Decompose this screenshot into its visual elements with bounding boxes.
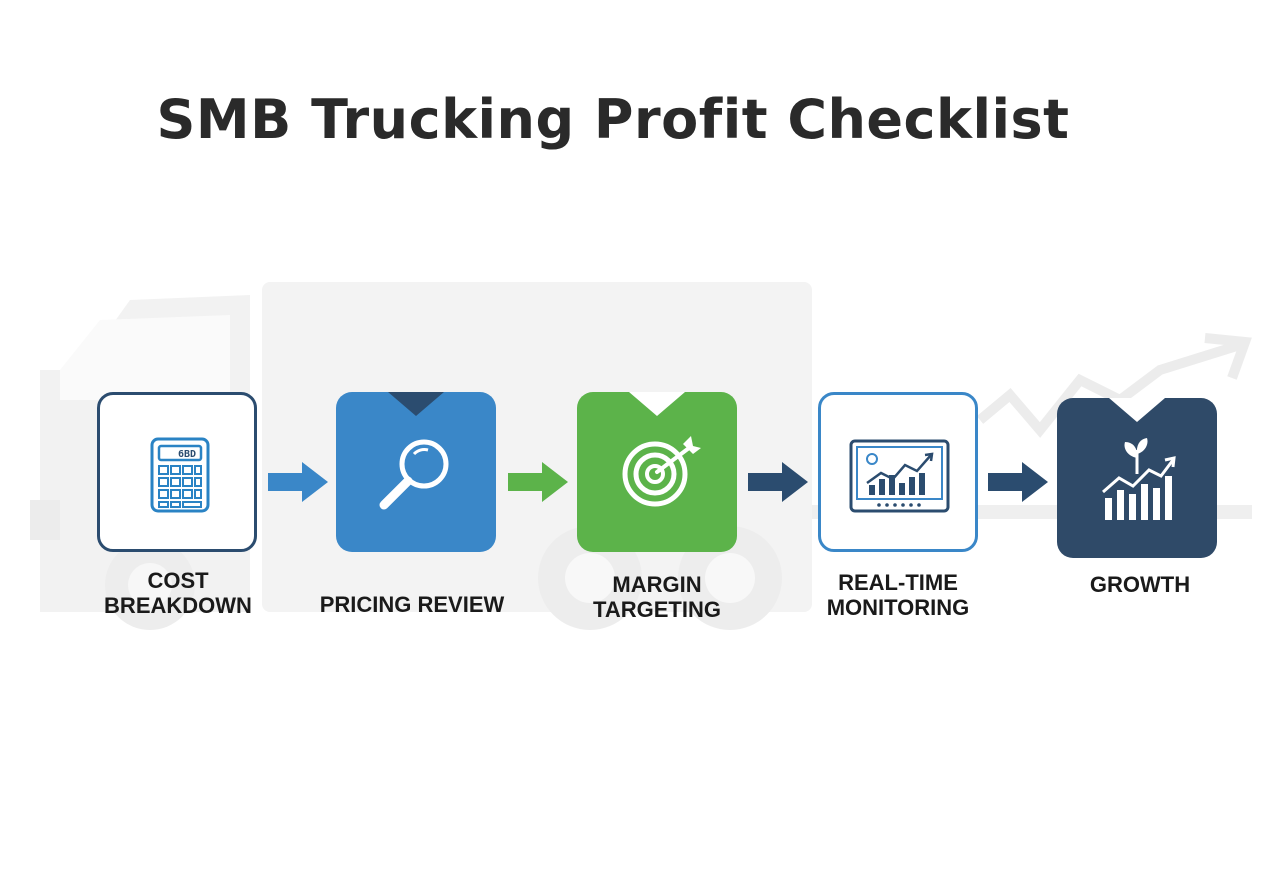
step-pricing-review: [336, 392, 496, 552]
step-real-time-monitoring: [818, 392, 978, 552]
monitor-chart-icon: [849, 439, 950, 513]
step-margin-targeting: [577, 392, 737, 552]
step-notch: [388, 392, 444, 416]
arrow-right-icon: [508, 462, 568, 502]
step-notch: [1109, 398, 1165, 422]
growth-chart-icon: [1102, 438, 1176, 520]
page-title: SMB Trucking Profit Checklist: [156, 88, 1070, 151]
calculator-icon: 6BD: [150, 437, 210, 513]
arrow-right-icon: [988, 462, 1048, 502]
target-icon: [622, 436, 701, 507]
arrow-right-icon: [268, 462, 328, 502]
calculator-display-text: 6BD: [178, 449, 196, 460]
arrow-right-icon: [748, 462, 808, 502]
step-growth: [1057, 398, 1217, 558]
step-notch: [629, 392, 685, 416]
magnifying-glass-icon: [379, 439, 449, 510]
step-cost-breakdown: 6BD: [97, 392, 257, 552]
step-label-pricing-review: PRICING REVIEW: [319, 592, 505, 617]
step-label-growth: GROWTH: [1089, 572, 1191, 597]
